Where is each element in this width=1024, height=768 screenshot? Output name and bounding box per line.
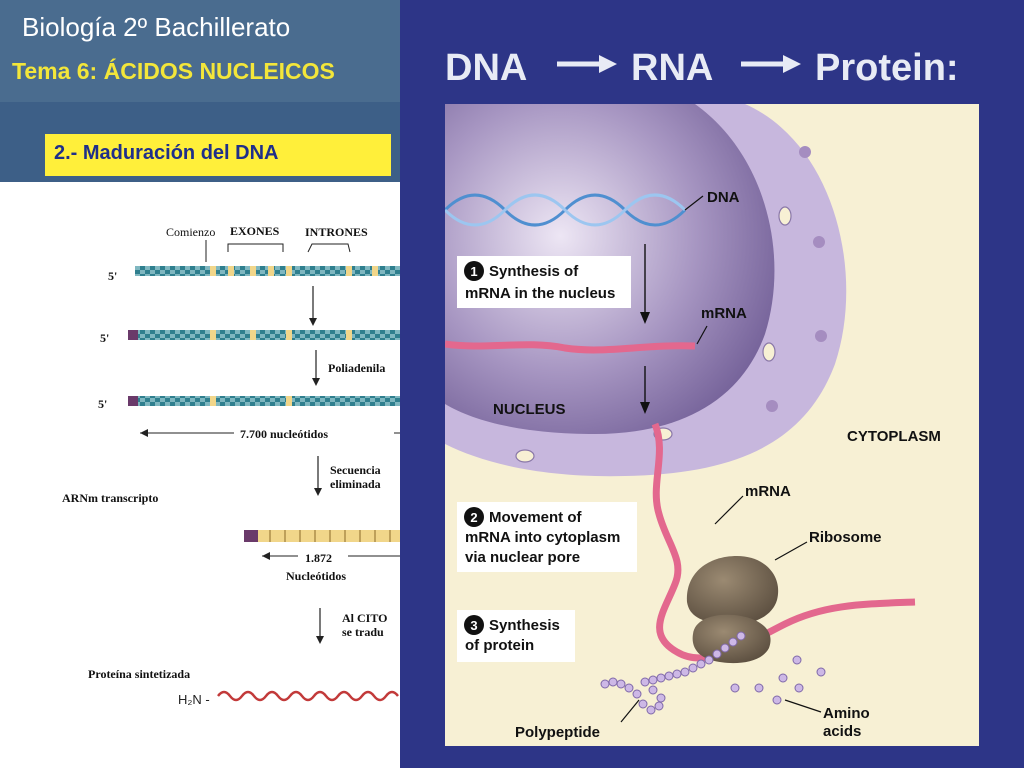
label-nucleotidos: Nucleótidos (286, 569, 346, 583)
intron-bracket (307, 243, 351, 253)
primary-transcript (135, 266, 400, 276)
cytoplasm-label: CYTOPLASM (847, 428, 941, 445)
label-bg-1872 (298, 548, 348, 564)
mrna-leader-1 (696, 325, 708, 345)
dna-rna-protein-banner: DNA RNA Protein: (445, 47, 959, 89)
amino-acids (730, 655, 826, 705)
transcription-arrowhead (640, 312, 650, 324)
label-citoplasma-2: se tradu (342, 625, 384, 639)
label-secuencias-1: Secuencia (330, 463, 381, 477)
length-arrowhead-1872 (262, 552, 270, 560)
mature-cap (244, 530, 258, 542)
step-3-number: 3 (470, 618, 477, 633)
ribosome-leader (774, 541, 808, 561)
export-arrowhead (640, 402, 650, 414)
ribosome-label: Ribosome (809, 529, 882, 546)
banner-dna: DNA (445, 47, 527, 89)
mature-mrna-stripes (269, 530, 391, 542)
exon-blocks-3 (210, 396, 292, 406)
step-3-badge (464, 615, 484, 635)
maturation-diagram: Comienzo EXONES INTRONES 5' 5' (62, 224, 400, 707)
gene-expression-diagram: DNA mRNA NUCLEUS CYTOPLASM mRNA Ribosome (445, 104, 979, 746)
course-title: Biología 2º Bachillerato (22, 12, 291, 42)
step-1-box (457, 256, 631, 308)
banner-arrow-1 (557, 55, 617, 73)
label-arnm: ARNm transcripto (62, 491, 158, 505)
dna-label: DNA (707, 189, 740, 206)
mrna-label-2: mRNA (745, 483, 791, 500)
exon-blocks-1 (210, 266, 378, 276)
step-1-line-2: mRNA in the nucleus (465, 285, 615, 302)
step-2-line-1: Movement of (489, 509, 583, 526)
label-poliadenilacion: Poliadenila (328, 361, 385, 375)
mrna-strand-nucleus (445, 340, 696, 354)
step-2-line-3: via nuclear pore (465, 549, 580, 566)
label-citoplasma-1: Al CITO (342, 611, 387, 625)
label-h2n: H₂N - (178, 692, 210, 707)
protein-chain (217, 690, 399, 702)
amino-leader (784, 699, 822, 713)
arrowhead-2 (312, 378, 320, 386)
step-2-box (457, 502, 637, 572)
step-3-caption: 3 Synthesis of protein (457, 610, 575, 662)
capped-transcript (128, 330, 400, 340)
banner-protein: Protein: (815, 47, 959, 89)
step-3-line-2: of protein (465, 637, 534, 654)
label-intrones: INTRONES (305, 225, 368, 239)
label-length-1872: 1.872 (305, 551, 332, 565)
banner-arrow-2 (741, 55, 801, 73)
envelope-marks (766, 146, 827, 412)
step-2-line-2: mRNA into cytoplasm (465, 529, 620, 546)
label-exones: EXONES (230, 224, 280, 238)
polypeptide-label: Polypeptide (515, 724, 600, 741)
five-prime-2: 5' (100, 331, 109, 345)
amino-label-2: acids (823, 723, 861, 740)
five-prime-3: 5' (98, 397, 107, 411)
arrowhead-4 (316, 636, 324, 644)
step-2-caption: 2 Movement of mRNA into cytoplasm via nu… (457, 502, 637, 572)
step-1-caption: 1 Synthesis of mRNA in the nucleus (457, 256, 631, 308)
mature-mrna (244, 530, 400, 542)
step-2-number: 2 (470, 510, 477, 525)
topic-title: Tema 6: ÁCIDOS NUCLEICOS (12, 58, 335, 84)
label-length-7700: 7.700 nucleótidos (240, 427, 328, 441)
mrna-leader-2 (714, 495, 744, 525)
banner-rna: RNA (631, 47, 713, 89)
mrna-label-1: mRNA (701, 305, 747, 322)
label-secuencias-2: eliminada (330, 477, 381, 491)
polyadenylated-transcript (128, 396, 400, 406)
label-bg-7700 (234, 425, 394, 441)
polypeptide-chain (600, 631, 746, 715)
cap-block-3 (128, 396, 138, 406)
label-comienzo: Comienzo (166, 225, 215, 239)
arrowhead-3 (314, 488, 322, 496)
amino-label-1: Amino (823, 705, 870, 722)
step-2-badge (464, 507, 484, 527)
section-title: 2.- Maduración del DNA (45, 134, 391, 176)
step-1-number: 1 (470, 264, 477, 279)
cap-block-2 (128, 330, 138, 340)
ribosome-large-subunit (686, 556, 779, 625)
maturation-figure: Comienzo EXONES INTRONES 5' 5' (0, 182, 400, 768)
step-3-line-1: Synthesis (489, 617, 560, 634)
dna-leader (684, 195, 704, 211)
exon-blocks-2 (210, 330, 352, 340)
length-arrowhead-7700 (140, 429, 148, 437)
label-proteina: Proteína sintetizada (88, 667, 190, 681)
arrowhead-1 (309, 318, 317, 326)
nucleus-label: NUCLEUS (493, 401, 566, 418)
five-prime-1: 5' (108, 269, 117, 283)
step-1-line-1: Synthesis of (489, 263, 579, 280)
header-band (0, 0, 400, 102)
step-1-badge (464, 261, 484, 281)
mrna-strand-cytoplasm (651, 422, 916, 662)
dna-helix (445, 193, 687, 227)
cell-illustration: DNA mRNA NUCLEUS CYTOPLASM mRNA Ribosome (445, 104, 941, 741)
exon-bracket (227, 243, 284, 252)
polypeptide-leader (620, 699, 640, 723)
